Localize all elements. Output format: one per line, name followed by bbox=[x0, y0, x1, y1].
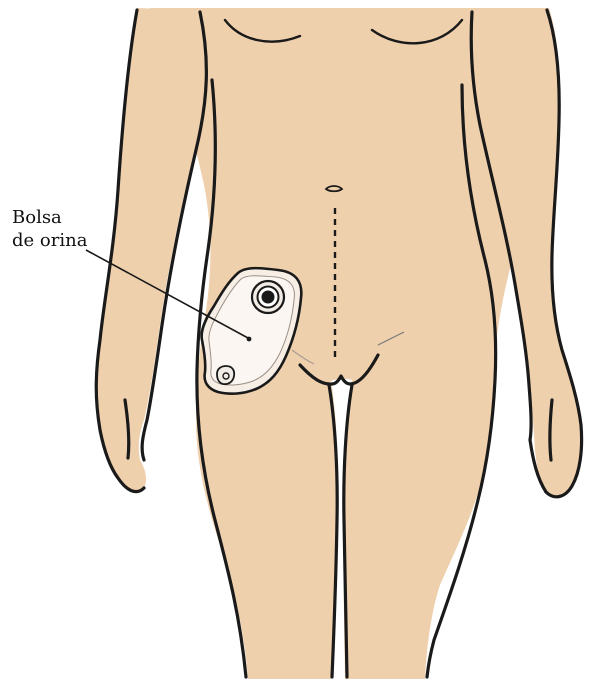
drain-tap bbox=[217, 366, 234, 384]
stoma-center bbox=[262, 291, 275, 304]
urine-bag-label-line1: Bolsa bbox=[12, 207, 62, 228]
body-silhouette bbox=[96, 8, 581, 679]
urine-bag-label-line2: de orina bbox=[12, 230, 88, 251]
callout-leader-dot bbox=[247, 337, 252, 342]
